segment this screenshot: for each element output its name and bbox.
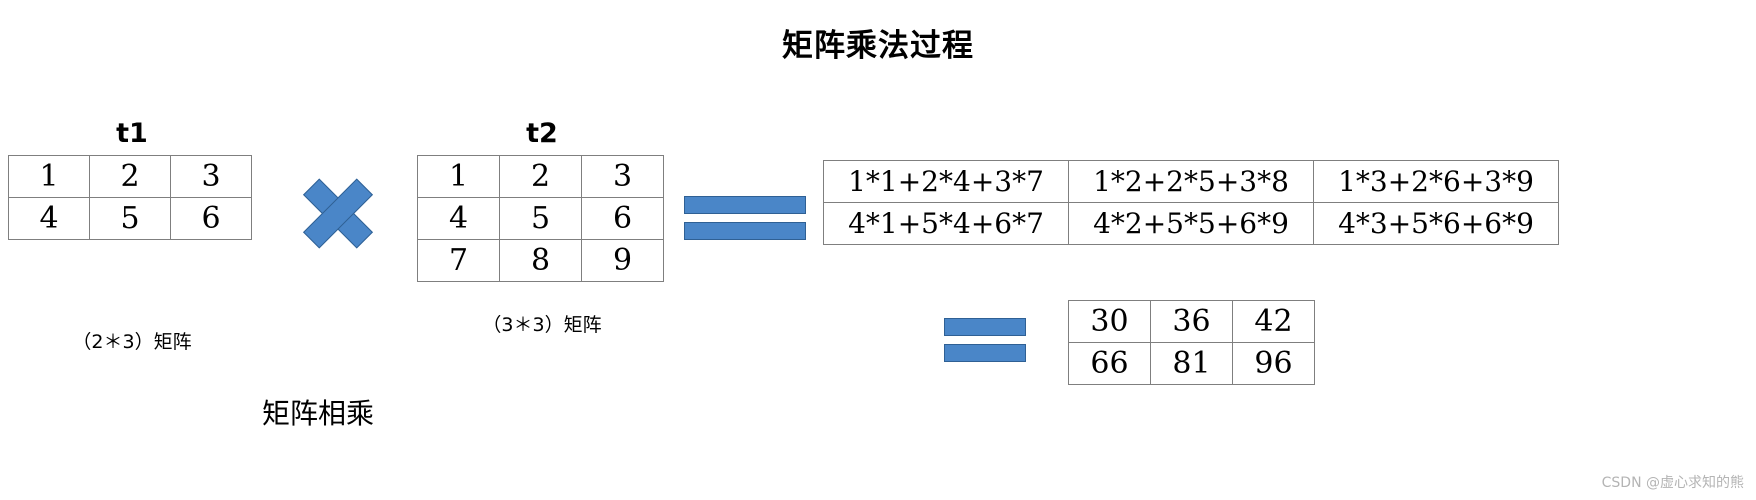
matrix-t1: 1 2 3 4 5 6 (8, 155, 252, 240)
result-cell: 42 (1232, 300, 1315, 343)
expr-cell: 4*1+5*4+6*7 (823, 202, 1069, 245)
t2-cell: 4 (417, 197, 500, 240)
table-row: 1*1+2*4+3*7 1*2+2*5+3*8 1*3+2*6+3*9 (823, 160, 1559, 203)
t1-cell: 3 (170, 155, 252, 198)
t2-cell: 2 (499, 155, 582, 198)
expr-cell: 1*2+2*5+3*8 (1068, 160, 1314, 203)
t2-cell: 9 (581, 239, 664, 282)
expr-cell: 1*1+2*4+3*7 (823, 160, 1069, 203)
table-row: 4 5 6 (8, 197, 252, 240)
t1-cell: 1 (8, 155, 90, 198)
matrix-t1-label: t1 (116, 118, 148, 149)
result-cell: 36 (1150, 300, 1233, 343)
result-cell: 30 (1068, 300, 1151, 343)
equals-bar-bottom (944, 344, 1026, 362)
equals-bar-top (684, 196, 806, 214)
table-row: 7 8 9 (417, 239, 664, 282)
t1-cell: 5 (89, 197, 171, 240)
matrix-t2: 1 2 3 4 5 6 7 8 9 (417, 155, 664, 282)
table-row: 1 2 3 (417, 155, 664, 198)
result-cell: 81 (1150, 342, 1233, 385)
table-row: 4*1+5*4+6*7 4*2+5*5+6*9 4*3+5*6+6*9 (823, 202, 1559, 245)
equals-bar-top (944, 318, 1026, 336)
t2-cell: 1 (417, 155, 500, 198)
t2-cell: 7 (417, 239, 500, 282)
t2-cell: 5 (499, 197, 582, 240)
bottom-label: 矩阵相乘 (262, 397, 375, 430)
table-row: 4 5 6 (417, 197, 664, 240)
t1-cell: 2 (89, 155, 171, 198)
expr-cell: 4*3+5*6+6*9 (1313, 202, 1559, 245)
table-row: 66 81 96 (1068, 342, 1315, 385)
equals-icon-1 (684, 196, 806, 246)
result-cell: 96 (1232, 342, 1315, 385)
matrix-t2-caption: （3＊3）矩阵 (482, 314, 602, 336)
matrix-t2-label: t2 (526, 118, 558, 149)
t2-cell: 8 (499, 239, 582, 282)
result-cell: 66 (1068, 342, 1151, 385)
t2-cell: 6 (581, 197, 664, 240)
page-title: 矩阵乘法过程 (782, 28, 974, 64)
t1-cell: 4 (8, 197, 90, 240)
equals-icon-2 (944, 318, 1026, 368)
t2-cell: 3 (581, 155, 664, 198)
multiply-icon (297, 172, 379, 254)
watermark: CSDN @虚心求知的熊 (1601, 475, 1744, 491)
table-row: 1 2 3 (8, 155, 252, 198)
expr-cell: 1*3+2*6+3*9 (1313, 160, 1559, 203)
matrix-t1-caption: （2＊3）矩阵 (72, 331, 192, 353)
equals-bar-bottom (684, 222, 806, 240)
expression-matrix: 1*1+2*4+3*7 1*2+2*5+3*8 1*3+2*6+3*9 4*1+… (823, 160, 1559, 245)
result-matrix: 30 36 42 66 81 96 (1068, 300, 1315, 385)
table-row: 30 36 42 (1068, 300, 1315, 343)
expr-cell: 4*2+5*5+6*9 (1068, 202, 1314, 245)
t1-cell: 6 (170, 197, 252, 240)
